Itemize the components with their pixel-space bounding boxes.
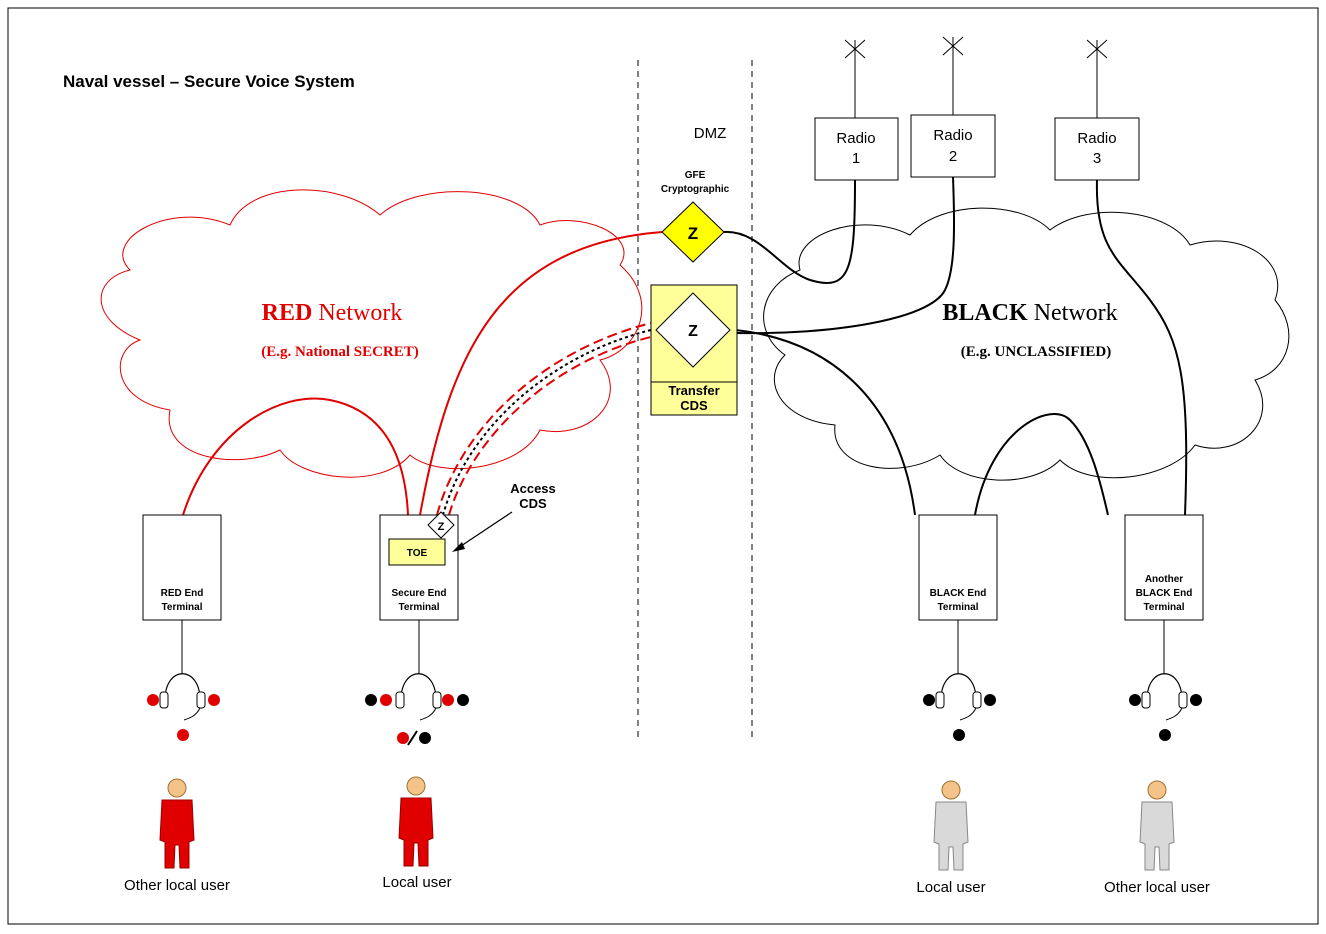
svg-text:TOE: TOE	[407, 548, 428, 559]
headset-icon-secure	[365, 673, 469, 746]
svg-text:Terminal: Terminal	[399, 602, 440, 613]
red-network-title: RED Network	[262, 300, 403, 326]
svg-text:Z: Z	[438, 521, 445, 533]
antenna-1	[844, 39, 866, 118]
svg-text:1: 1	[852, 150, 860, 167]
svg-text:Transfer: Transfer	[668, 383, 719, 398]
radio-1: Radio 1	[814, 117, 899, 181]
black-network-subtitle: (E.g. UNCLASSIFIED)	[961, 344, 1111, 360]
gfe-label-line2: Cryptographic	[661, 184, 730, 195]
antenna-3	[1086, 39, 1108, 118]
svg-text:Radio: Radio	[1077, 130, 1116, 147]
svg-text:Secure End: Secure End	[391, 588, 446, 599]
red-network-cloud	[100, 189, 643, 478]
svg-text:Radio: Radio	[933, 127, 972, 144]
headset-icon-black	[923, 673, 996, 741]
secure-tunnel	[436, 321, 656, 516]
transfer-cds: Z Transfer CDS	[650, 284, 738, 416]
svg-text:Terminal: Terminal	[162, 602, 203, 613]
radio-3: Radio 3	[1054, 117, 1140, 181]
svg-text:Z: Z	[688, 323, 698, 340]
red-end-terminal: RED End Terminal	[142, 514, 222, 621]
antenna-2	[942, 36, 964, 115]
person-icon-local-user-black	[933, 780, 969, 871]
toe-box: TOE	[388, 538, 446, 566]
secure-end-terminal: Secure End Terminal	[379, 514, 459, 621]
svg-text:Radio: Radio	[836, 130, 875, 147]
svg-text:Access: Access	[510, 481, 556, 496]
another-black-end-terminal: Another BLACK End Terminal	[1124, 514, 1204, 621]
outer-border	[7, 7, 1319, 925]
gfe-label-line1: GFE	[685, 170, 706, 181]
svg-text:RED End: RED End	[161, 588, 204, 599]
red-network-subtitle: (E.g. National SECRET)	[261, 344, 419, 360]
svg-text:BLACK End: BLACK End	[930, 588, 987, 599]
svg-text:Terminal: Terminal	[1144, 602, 1185, 613]
svg-text:Terminal: Terminal	[938, 602, 979, 613]
person-icon-other-local-user-black	[1139, 780, 1175, 871]
svg-text:BLACK End: BLACK End	[1136, 588, 1193, 599]
user-label-2: Local user	[382, 874, 451, 891]
svg-text:CDS: CDS	[519, 496, 547, 511]
black-end-terminal: BLACK End Terminal	[918, 514, 998, 621]
headset-icon-another-black	[1129, 673, 1202, 741]
user-label-3: Local user	[916, 879, 985, 896]
black-network-title: BLACK Network	[942, 300, 1117, 326]
dmz-label: DMZ	[694, 125, 727, 142]
gfe-crypto-device: Z	[661, 201, 725, 263]
access-cds-label: Access CDS	[452, 481, 556, 552]
svg-text:Another: Another	[1145, 574, 1183, 585]
headset-cables	[181, 620, 1165, 674]
user-label-4: Other local user	[1104, 879, 1210, 896]
svg-text:2: 2	[949, 148, 957, 165]
user-label-1: Other local user	[124, 877, 230, 894]
person-icon-local-user-red	[398, 776, 434, 867]
red-links	[182, 231, 663, 516]
headset-icon-red	[147, 673, 220, 741]
black-network-cloud	[763, 207, 1290, 481]
svg-text:3: 3	[1093, 150, 1101, 167]
diagram-title: Naval vessel – Secure Voice System	[63, 72, 355, 91]
radio-2: Radio 2	[910, 114, 996, 178]
person-icon-other-local-user-red	[159, 778, 195, 869]
black-links	[723, 176, 1188, 516]
svg-text:Z: Z	[688, 224, 698, 243]
svg-text:CDS: CDS	[680, 398, 708, 413]
access-cds-diamond: Z	[427, 511, 455, 539]
